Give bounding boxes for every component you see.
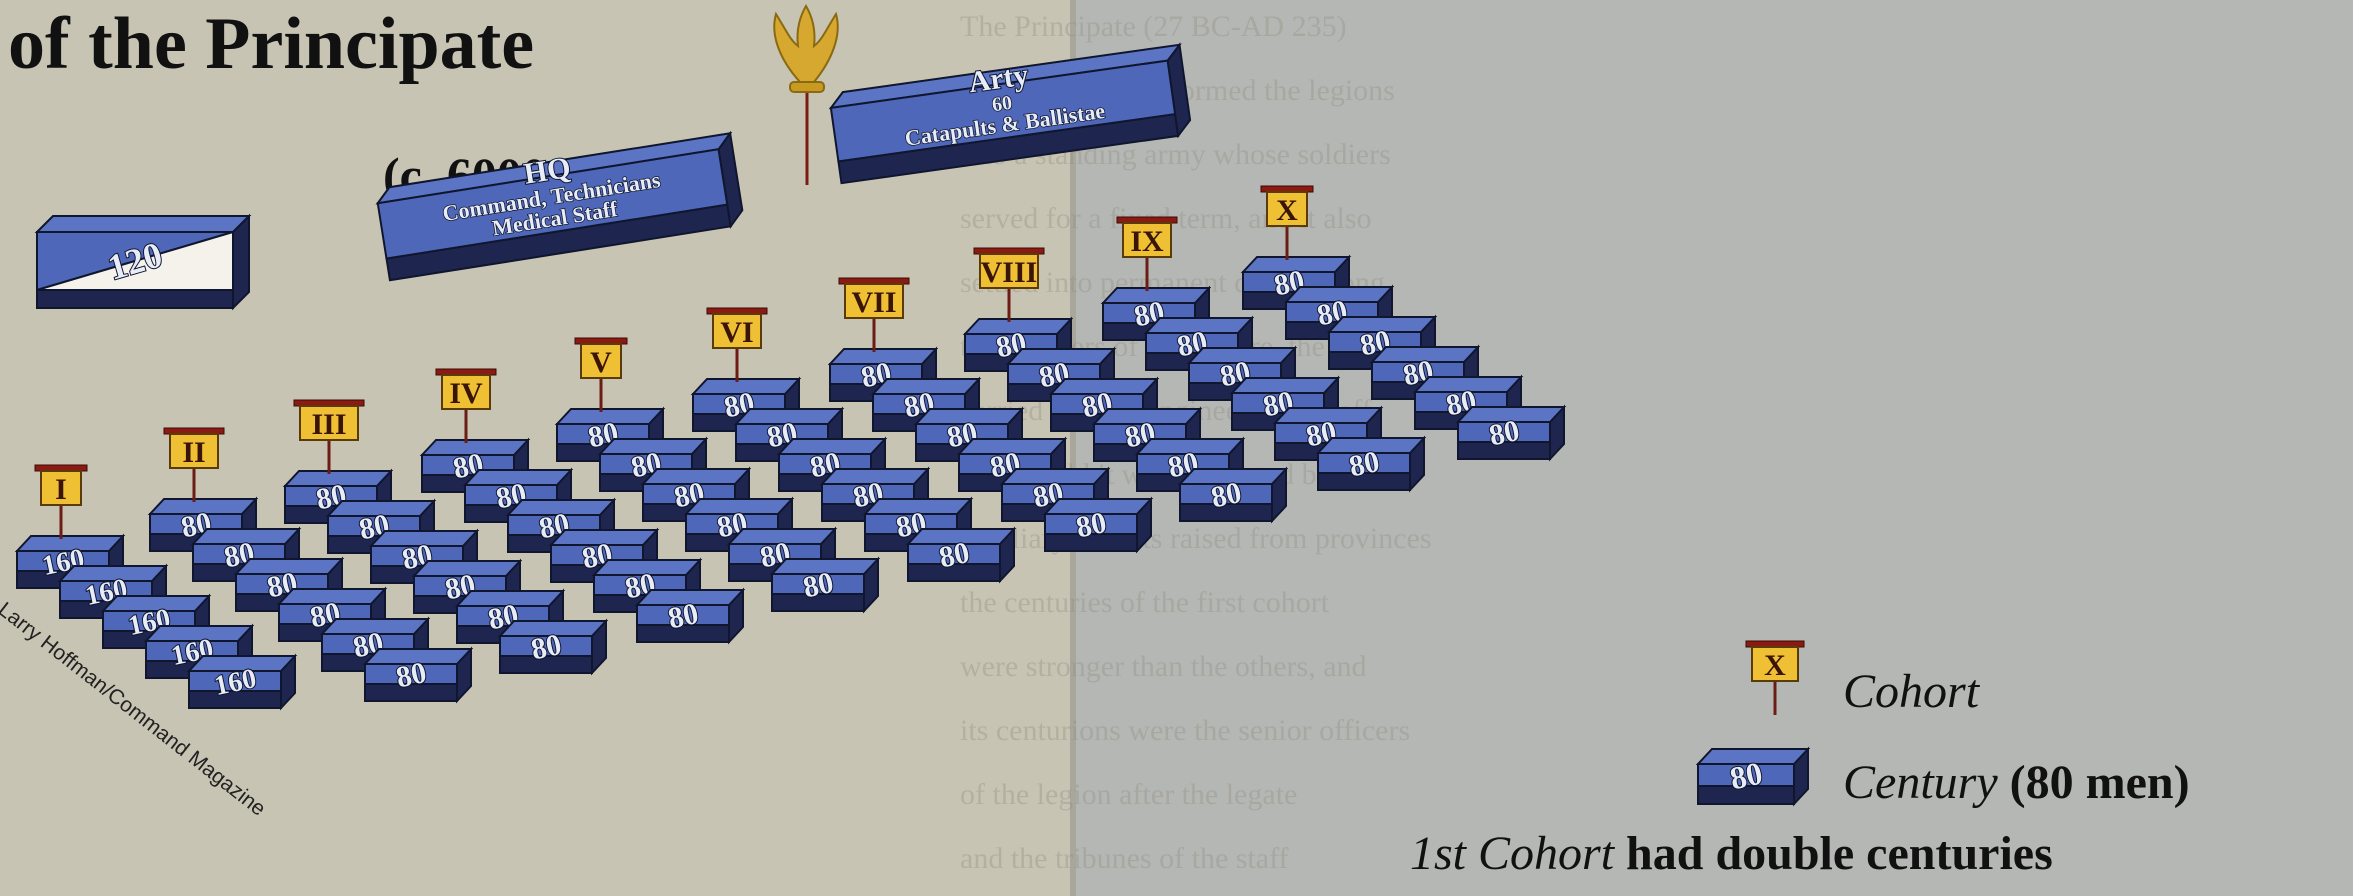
century-block: 160 bbox=[186, 653, 298, 711]
cohort-flag-label: IX bbox=[1130, 225, 1164, 258]
background-text-line: its centurions were the senior officers bbox=[960, 714, 1411, 747]
cohort-flag-label: X bbox=[1764, 649, 1786, 682]
cohort-flag-label: VI bbox=[720, 316, 753, 349]
background-text-line: the centuries of the first cohort bbox=[960, 586, 1330, 619]
block-label: 80 bbox=[485, 598, 521, 637]
block-label: 80 bbox=[585, 416, 621, 455]
cohort-flag-label: I bbox=[55, 473, 67, 506]
century-block: 80 bbox=[591, 557, 703, 615]
cohort-flag-label: IV bbox=[449, 377, 483, 410]
century-block: 160 bbox=[100, 593, 212, 651]
century-block: 80 bbox=[905, 526, 1017, 584]
century-block: 80 bbox=[1134, 436, 1246, 494]
legend-century-text: Century bbox=[1843, 756, 1998, 809]
cohort-flag-label: X bbox=[1276, 194, 1298, 227]
cohort-flag-label: VIII bbox=[981, 256, 1038, 289]
century-block: 80 bbox=[769, 556, 881, 614]
century-block: 80 bbox=[362, 646, 474, 704]
block-label: 80 bbox=[1165, 446, 1201, 485]
cohort-flag: VII bbox=[838, 277, 910, 352]
cohort-flag-label: III bbox=[311, 408, 346, 441]
cohort-flag: II bbox=[163, 427, 225, 502]
block-label: 80 bbox=[622, 567, 658, 606]
background-text-line: of the legion after the legate bbox=[960, 778, 1298, 811]
century-block: 80 bbox=[454, 588, 566, 646]
legend-century-men: (80 men) bbox=[2009, 756, 2190, 809]
eagle-standard-icon bbox=[773, 4, 839, 185]
cohort-flag: VIII bbox=[973, 247, 1045, 322]
century-block: 80 bbox=[634, 587, 746, 645]
legend-cohort-label: Cohort bbox=[1843, 664, 1979, 719]
century-block: 80 bbox=[1455, 404, 1567, 462]
block-label: 80 bbox=[714, 506, 750, 545]
legend-note: 1st Cohort had double centuries bbox=[1410, 826, 2053, 881]
cohort-flag-label: VII bbox=[851, 286, 896, 319]
legend-note-italic: 1st Cohort bbox=[1410, 827, 1615, 880]
cohort-flag: V bbox=[574, 337, 628, 412]
cohort-flag: X bbox=[1260, 185, 1314, 260]
century-block: 80 bbox=[1315, 435, 1427, 493]
background-text-line: The Principate (27 BC-AD 235) bbox=[960, 10, 1347, 43]
legend-century-block: 80 bbox=[1695, 746, 1811, 807]
block-label: 80 bbox=[901, 386, 937, 425]
block-label: 80 bbox=[1727, 755, 1766, 797]
background-text-line: auxiliary cohorts raised from provinces bbox=[960, 522, 1432, 555]
legend-note-rest: had double centuries bbox=[1626, 827, 2053, 880]
block-label: 80 bbox=[665, 597, 701, 636]
cohort-flag: IV bbox=[435, 368, 497, 443]
cohort-flag: IX bbox=[1116, 216, 1178, 291]
block-label: 80 bbox=[1174, 325, 1210, 364]
cohort-flag-label: II bbox=[182, 436, 205, 469]
century-block: 160 bbox=[57, 563, 169, 621]
century-block: 80 bbox=[497, 618, 609, 676]
cohort-flag: III bbox=[293, 399, 365, 474]
background-text-line: and the tribunes of the staff bbox=[960, 842, 1289, 875]
legend-cohort-text: Cohort bbox=[1843, 665, 1980, 718]
century-block: 80 bbox=[1042, 496, 1154, 554]
legend-cohort-flag: X bbox=[1745, 640, 1805, 715]
background-text-line: were stronger than the others, and bbox=[960, 650, 1367, 683]
cavalry-block: 120 bbox=[34, 213, 252, 311]
century-block: 80 bbox=[1177, 466, 1289, 524]
block-label: 80 bbox=[393, 656, 429, 695]
block-label: 80 bbox=[528, 628, 564, 667]
cohort-flag: VI bbox=[706, 307, 768, 382]
page-title: of the Principate bbox=[8, 3, 535, 85]
century-block: 80 bbox=[419, 437, 531, 495]
century-block: 80 bbox=[870, 376, 982, 434]
legend-century-label: Century (80 men) bbox=[1843, 755, 2190, 810]
cohort-flag-label: V bbox=[590, 346, 612, 379]
arty-line-1: 60 bbox=[991, 92, 1014, 117]
cohort-flag: I bbox=[34, 464, 88, 539]
